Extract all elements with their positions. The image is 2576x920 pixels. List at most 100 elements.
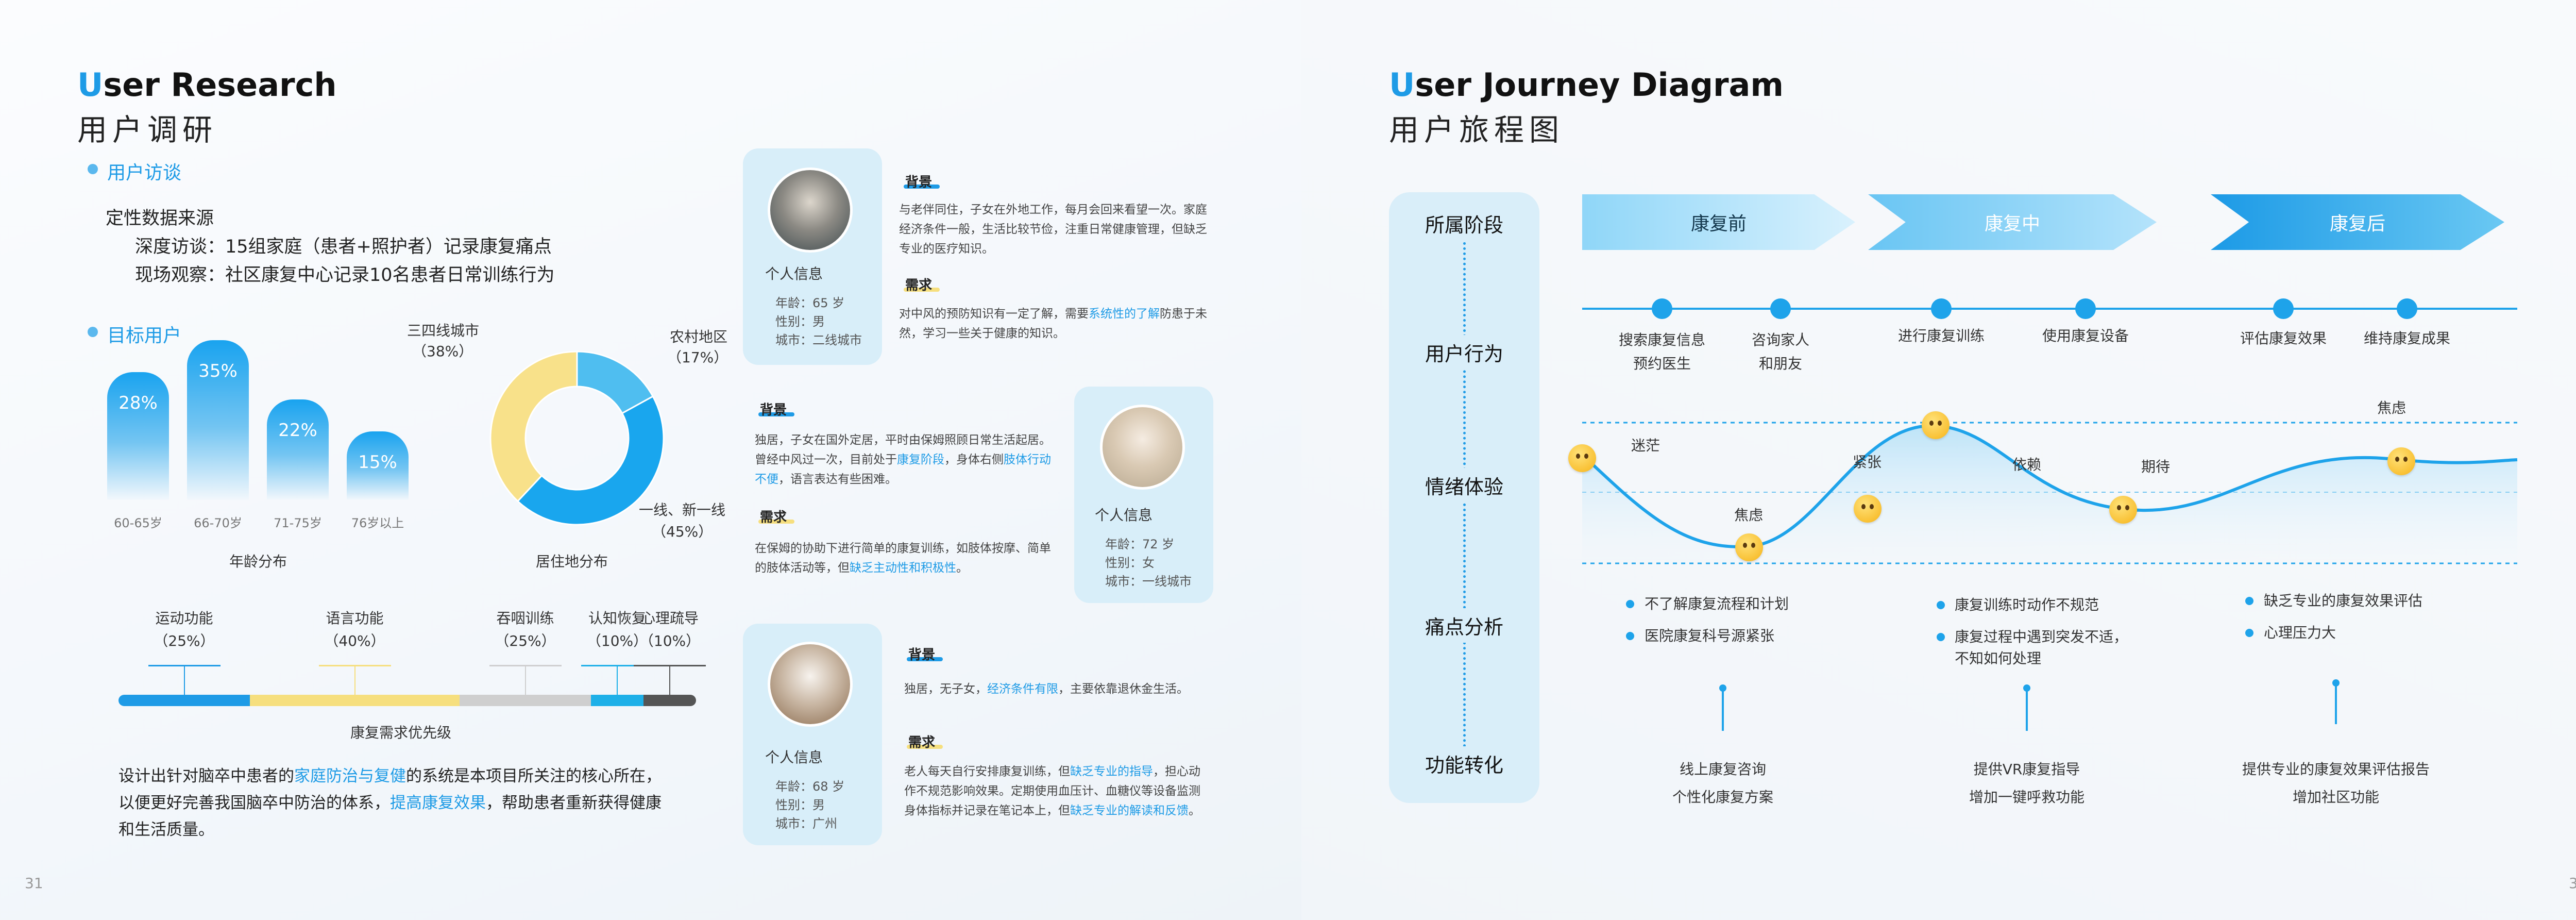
page-title-cn: 用户调研	[77, 112, 218, 147]
lane-behavior: 用户行为	[1397, 335, 1531, 370]
persona-age: 年龄：65 岁	[775, 296, 845, 310]
behavior-label: 咨询家人和朋友	[1751, 331, 1809, 372]
persona-need-label: 需求	[908, 735, 936, 750]
emoji-kiss-icon	[1922, 411, 1950, 439]
interview-line: 定性数据来源	[106, 208, 214, 229]
pain-point: 不知如何处理	[1955, 650, 2042, 667]
needs-bar-segment	[591, 695, 643, 706]
persona-avatar	[1100, 405, 1185, 490]
lane-pain: 痛点分析	[1397, 608, 1531, 643]
lane-stage: 所属阶段	[1397, 206, 1531, 241]
timeline-node	[2397, 298, 2417, 319]
persona-need-text: 对中风的预防知识有一定了解，需要系统性的了解防患于未然，学习一些关于健康的知识。	[899, 307, 1207, 340]
pain-bullet	[2245, 597, 2253, 605]
interview-line: 深度访谈：15组家庭（患者+照护者）记录康复痛点	[135, 237, 552, 257]
needs-connector	[183, 665, 185, 695]
needs-connector-cap	[489, 665, 562, 666]
age-category: 60-65岁	[114, 516, 162, 530]
behavior-label: 维持康复成果	[2363, 330, 2450, 347]
age-bar-value: 28%	[118, 393, 158, 413]
pain-bullet	[1937, 601, 1945, 609]
persona-city: 城市：广州	[775, 816, 837, 831]
tag-underline	[907, 657, 943, 661]
emoji-thinking-icon	[1854, 495, 1882, 523]
timeline-node	[2273, 298, 2294, 319]
persona-bg-label: 背景	[908, 647, 936, 663]
persona-bg-text: 独居，子女在国外定居，平时由保姆照顾日常生活起居。曾经中风过一次，目前处于康复阶…	[755, 433, 1051, 486]
age-bar-value: 15%	[358, 452, 397, 473]
persona-need-text: 在保姆的协助下进行简单的康复训练，如肢体按摩、简单的肢体活动等，但缺乏主动性和积…	[755, 542, 1051, 575]
page-number: 31	[25, 875, 43, 892]
needs-bar-segment	[118, 695, 250, 706]
pain-point: 医院康复科号源紧张	[1645, 627, 1775, 644]
needs-connector	[354, 665, 355, 695]
slice-label: 农村地区	[670, 328, 728, 345]
emoji-sad-icon	[2387, 447, 2415, 475]
slice-label: 一线、新一线	[639, 501, 726, 518]
behavior-label: 使用康复设备	[2042, 327, 2129, 344]
needs-bar-segment	[250, 695, 460, 706]
needs-percent: （40%）	[324, 632, 385, 649]
pain-point: 不了解康复流程和计划	[1645, 595, 1789, 612]
pain-bullet	[1626, 600, 1634, 608]
needs-category: 认知恢复	[588, 610, 646, 627]
page-number: 32	[2569, 875, 2576, 892]
needs-category: 语言功能	[326, 610, 384, 627]
page-title-en: User Journey Diagram	[1389, 66, 1784, 104]
persona-need-label: 需求	[760, 510, 787, 525]
emotion-label: 迷茫	[1631, 437, 1660, 454]
tag-underline	[904, 185, 940, 189]
pain-point: 缺乏专业的康复效果评估	[2264, 592, 2423, 609]
age-bar-value: 35%	[198, 361, 238, 381]
function-item: 提供专业的康复效果评估报告增加社区功能	[2242, 761, 2430, 806]
persona-need-text: 老人每天自行安排康复训练，但缺乏专业的指导，担心动作不规范影响效果。定期使用血压…	[904, 765, 1200, 817]
timeline-node	[1931, 298, 1952, 319]
age-bar: 22%	[267, 399, 329, 500]
lane-function: 功能转化	[1397, 746, 1531, 781]
needs-bar-segment	[643, 695, 696, 706]
pain-bullet	[2245, 629, 2253, 637]
persona-need-label: 需求	[905, 278, 933, 293]
behavior-label: 搜索康复信息预约医生	[1618, 331, 1705, 372]
persona-age: 年龄：72 岁	[1105, 537, 1175, 551]
persona-city: 城市：一线城市	[1105, 574, 1192, 589]
pain-bullet	[1937, 633, 1945, 641]
age-category: 76岁以上	[351, 516, 404, 530]
donut-slice	[489, 350, 578, 503]
emotion-label: 焦虑	[2377, 399, 2406, 416]
needs-chart-title: 康复需求优先级	[350, 724, 452, 741]
persona-info-title: 个人信息	[765, 265, 823, 282]
needs-percent: （25%）	[495, 632, 556, 649]
function-item: 提供VR康复指导增加一键呼救功能	[1969, 761, 2084, 806]
needs-connector-cap	[581, 665, 653, 666]
persona-bg-label: 背景	[760, 403, 787, 418]
slice-percent: （17%）	[667, 349, 728, 366]
page-user-research: User Research 用户调研 用户访谈 定性数据来源 深度访谈：15组家…	[0, 0, 1301, 920]
emotion-curve-svg	[1581, 422, 2518, 731]
needs-category: 吞咽训练	[496, 610, 554, 627]
needs-percent: （25%）	[154, 632, 215, 649]
pain-point: 心理压力大	[2264, 624, 2336, 641]
needs-connector	[524, 665, 526, 695]
residence-chart-title: 居住地分布	[536, 553, 608, 570]
interview-line: 现场观察：社区康复中心记录10名患者日常训练行为	[135, 265, 555, 286]
stage-arrow: 康复中	[1868, 194, 2157, 250]
needs-connector	[669, 665, 670, 695]
persona-age: 年龄：68 岁	[775, 779, 845, 794]
section-title-target: 目标用户	[107, 325, 182, 346]
timeline-node	[2075, 298, 2096, 319]
age-bar: 28%	[107, 372, 169, 500]
behavior-label: 评估康复效果	[2240, 330, 2327, 347]
slice-label: 三四线城市	[407, 322, 480, 339]
persona-info-title: 个人信息	[765, 749, 823, 766]
connector-dot	[2332, 679, 2340, 687]
age-bar: 35%	[187, 340, 249, 500]
emotion-label: 依赖	[2012, 456, 2042, 473]
age-chart-title: 年龄分布	[229, 553, 287, 570]
persona-avatar	[768, 642, 853, 727]
donut-svg	[489, 350, 665, 526]
bullet-icon	[88, 327, 98, 337]
age-category: 66-70岁	[194, 516, 242, 530]
bullet-icon	[88, 164, 98, 174]
